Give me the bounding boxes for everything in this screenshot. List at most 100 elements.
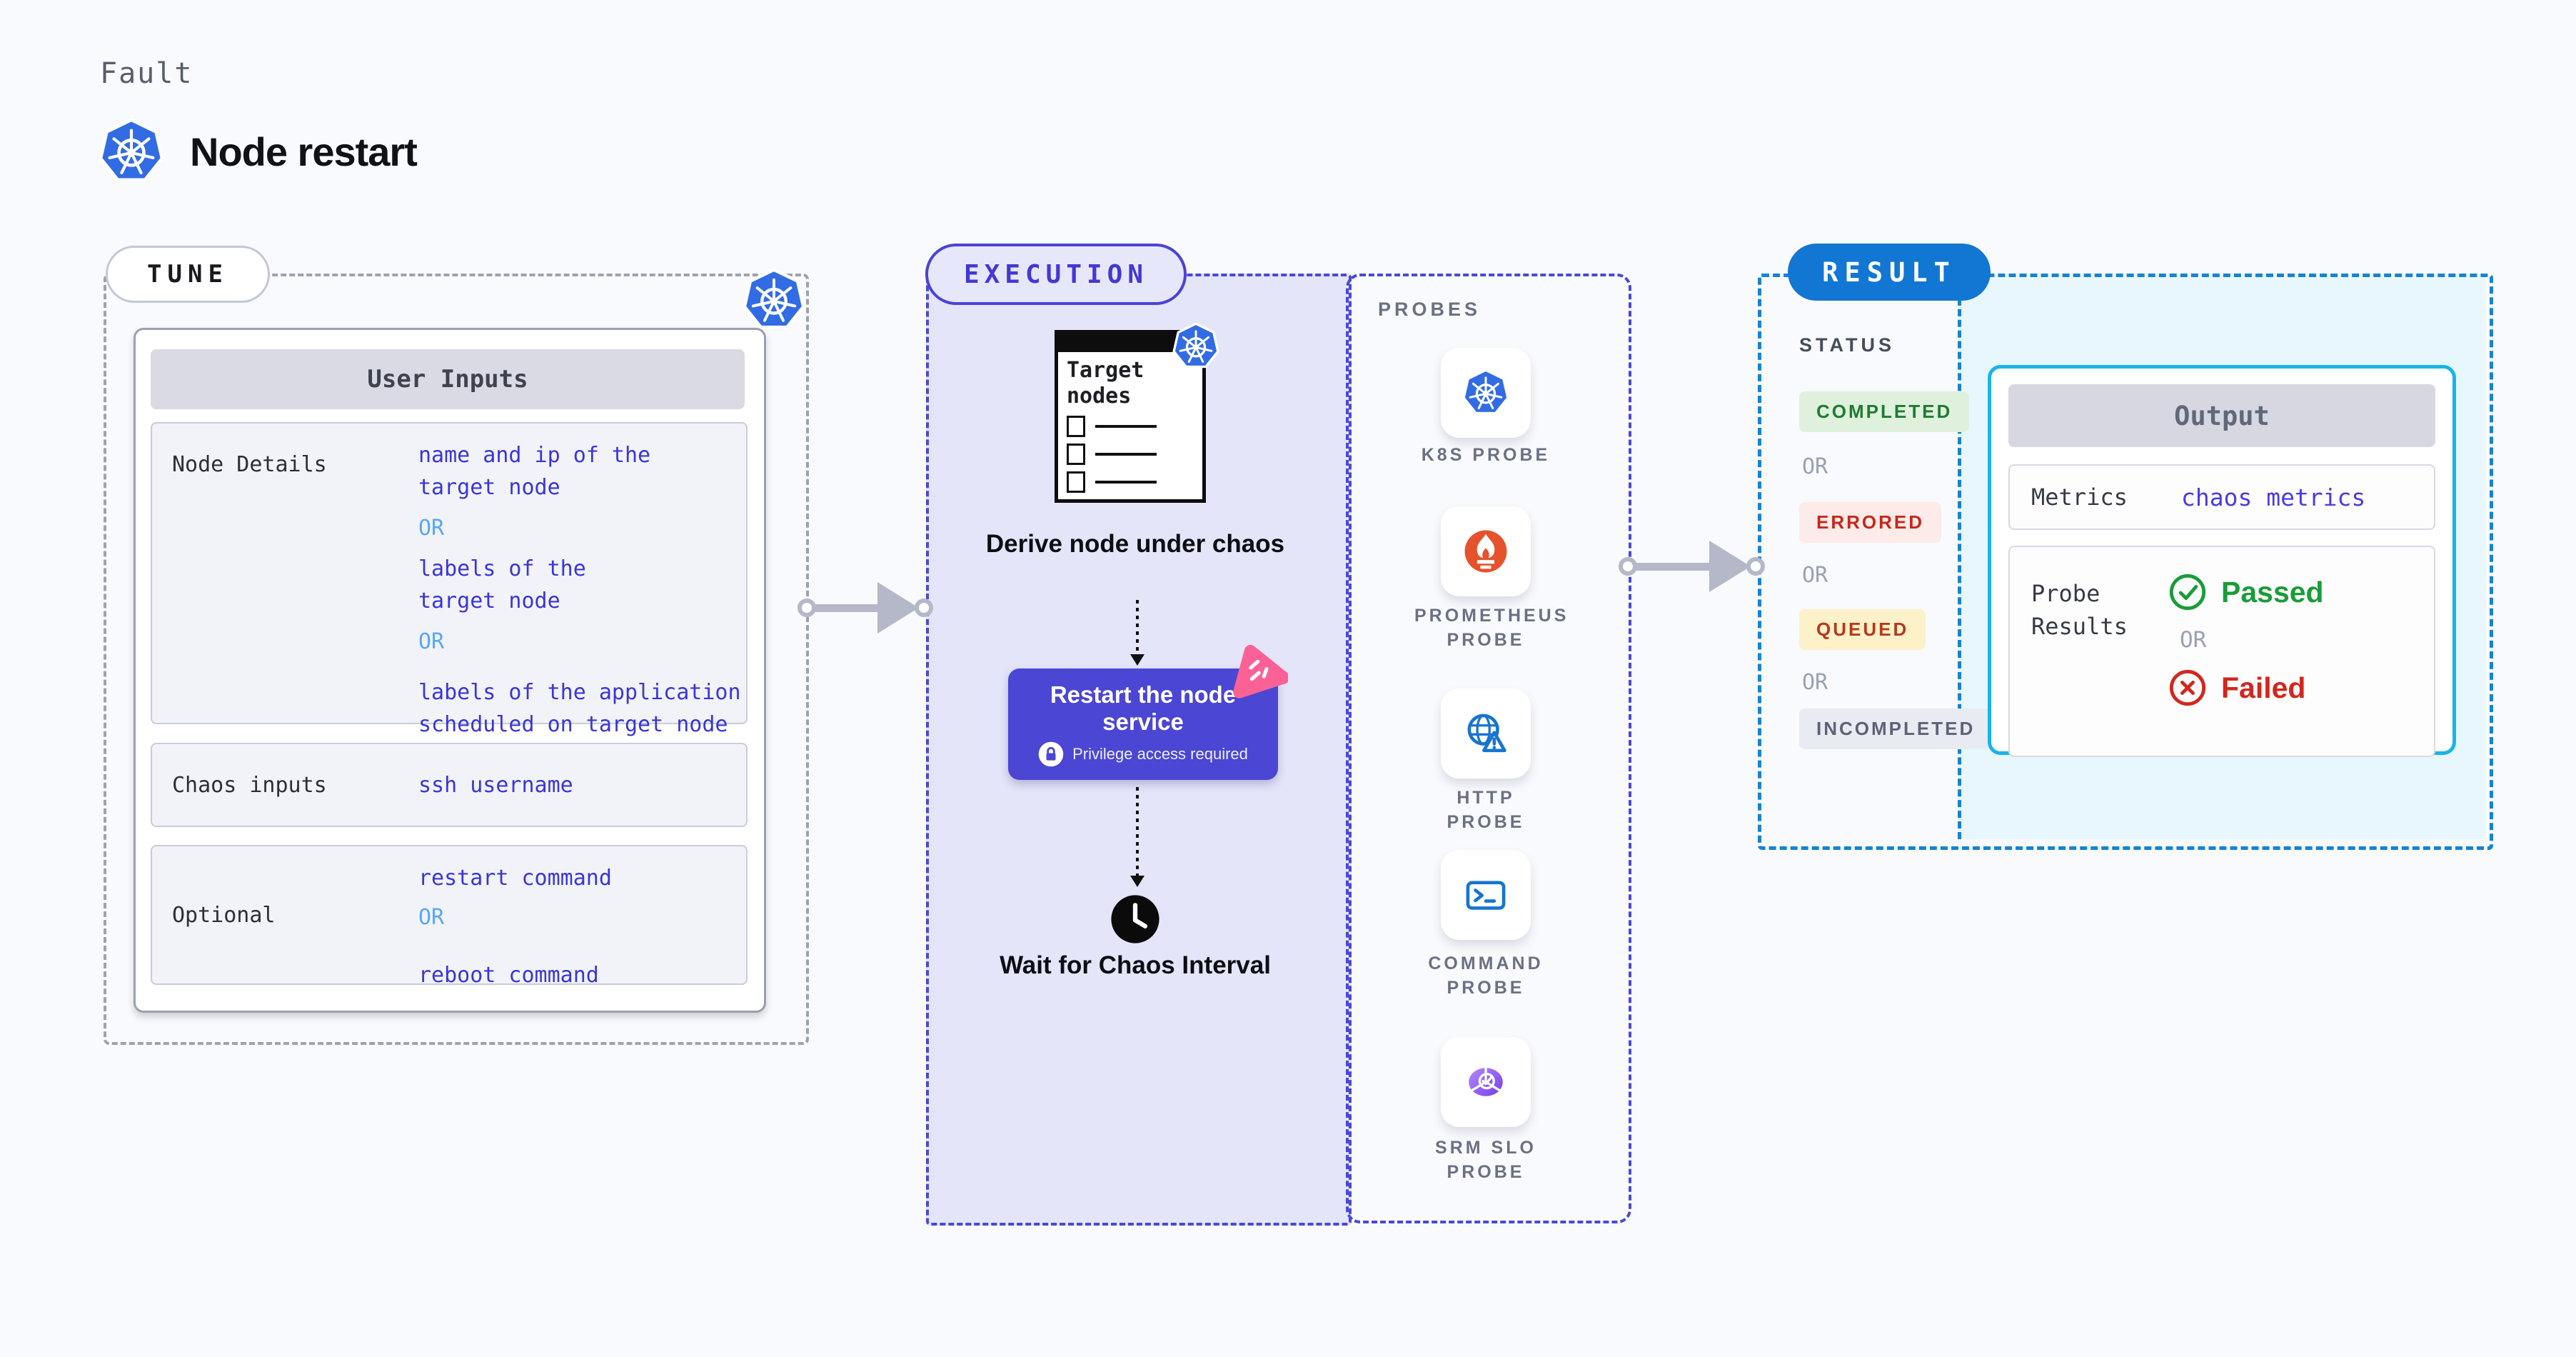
checkbox-row <box>1067 444 1194 465</box>
kubernetes-icon <box>743 269 805 331</box>
restart-node-service-card: Restart the node service Privilege acces… <box>1008 669 1278 780</box>
x-circle-icon <box>2169 669 2206 706</box>
status-heading: STATUS <box>1799 334 1895 356</box>
row-values: name and ip of the target node OR labels… <box>418 424 746 737</box>
metrics-value: chaos metrics <box>2181 483 2366 511</box>
value-line: target node <box>418 475 560 500</box>
output-header: Output <box>2008 384 2435 447</box>
value-line: target node <box>418 589 560 614</box>
value-line: labels of the <box>418 556 586 581</box>
probe-label: K8S PROBE <box>1421 445 1551 465</box>
or-separator: OR <box>1802 454 1828 479</box>
checkbox-icon <box>1067 416 1085 437</box>
checkbox-icon <box>1067 471 1085 493</box>
check-circle-icon <box>2169 574 2206 611</box>
page-title: Node restart <box>190 129 418 174</box>
probe-label: COMMAND PROBE <box>1428 953 1544 998</box>
or-separator: OR <box>418 516 445 541</box>
tune-section <box>104 274 809 1045</box>
derive-node-caption: Derive node under chaos <box>985 530 1285 558</box>
status-badge-incompleted: INCOMPLETED <box>1799 708 1993 749</box>
list-line <box>1095 453 1157 456</box>
passed-label: Passed <box>2221 575 2324 609</box>
tune-pill: TUNE <box>106 246 270 303</box>
action-title: Restart the node service <box>1050 681 1237 735</box>
row-label: Optional <box>172 902 276 928</box>
probe-results-label: Probe Results <box>2031 580 2128 640</box>
page-title-row: Node restart <box>99 119 418 184</box>
or-separator: OR <box>2180 627 2207 653</box>
globe-warning-icon <box>1467 713 1506 753</box>
arrow-endpoint <box>1619 557 1637 576</box>
kubernetes-icon <box>1172 323 1219 369</box>
row-values: ssh username <box>418 769 746 801</box>
chaos-inputs-row: Chaos inputs ssh username <box>151 743 748 827</box>
probe-label: SRM SLO PROBE <box>1435 1138 1536 1182</box>
checkbox-row <box>1067 471 1194 493</box>
list-line <box>1095 481 1157 484</box>
value-line: restart command <box>418 866 612 891</box>
execution-pill: EXECUTION <box>925 244 1187 305</box>
failed-line: Failed <box>2168 669 2324 707</box>
arrow-endpoint <box>1746 557 1765 576</box>
slo-pie-icon <box>1469 1066 1503 1096</box>
probe-card-http <box>1441 688 1531 778</box>
arrow-line <box>1627 563 1725 571</box>
kubernetes-icon <box>1462 369 1509 415</box>
tune-to-execution-arrow <box>798 582 933 634</box>
result-pill: RESULT <box>1788 244 1991 301</box>
fault-eyebrow: Fault <box>100 57 193 90</box>
or-separator: OR <box>418 629 445 654</box>
row-values: restart command OR reboot command <box>418 846 746 988</box>
value-line: reboot command <box>418 963 599 988</box>
failed-label: Failed <box>2221 671 2306 704</box>
dotted-arrow-down <box>1130 787 1144 887</box>
user-inputs-header: User Inputs <box>151 349 745 409</box>
probe-card-srm-slo <box>1441 1037 1531 1127</box>
probe-results-row: Probe Results Passed OR Failed <box>2008 546 2435 757</box>
or-separator: OR <box>1802 670 1828 695</box>
arrow-endpoint <box>798 599 816 617</box>
prometheus-icon <box>1464 530 1507 573</box>
arrow-head <box>877 582 919 634</box>
status-badge-queued: QUEUED <box>1799 609 1926 650</box>
dotted-arrow-down <box>1130 600 1144 666</box>
or-separator: OR <box>1802 563 1828 588</box>
wait-chaos-caption: Wait for Chaos Interval <box>1000 951 1271 979</box>
privilege-note: Privilege access required <box>1072 745 1248 763</box>
probe-label: HTTP PROBE <box>1447 788 1525 832</box>
value-line: scheduled on target node <box>418 712 728 737</box>
probe-card-k8s <box>1441 348 1531 438</box>
value-line: name and ip of the <box>418 443 651 468</box>
lock-icon <box>1038 741 1064 767</box>
checkbox-icon <box>1067 444 1085 465</box>
checkbox-row <box>1067 416 1194 437</box>
status-badge-errored: ERRORED <box>1799 502 1942 543</box>
row-label: Node Details <box>172 452 327 477</box>
kubernetes-icon <box>99 119 164 184</box>
probe-label: PROMETHEUS PROBE <box>1414 606 1569 650</box>
optional-row: Optional restart command OR reboot comma… <box>151 845 748 988</box>
node-details-row: Node Details name and ip of the target n… <box>151 422 748 737</box>
probes-section <box>1346 274 1631 1223</box>
terminal-icon <box>1466 881 1506 910</box>
privilege-row: Privilege access required <box>1038 741 1248 767</box>
list-line <box>1095 425 1157 428</box>
arrow-head <box>1709 541 1751 592</box>
passed-line: Passed <box>2168 573 2324 611</box>
probes-heading: PROBES <box>1378 299 1481 320</box>
value-line: ssh username <box>418 772 573 798</box>
arrow-endpoint <box>915 599 933 617</box>
probe-card-command <box>1441 850 1531 940</box>
status-badge-completed: COMPLETED <box>1799 391 1970 432</box>
arrow-line <box>806 604 893 612</box>
or-separator: OR <box>418 905 445 930</box>
metrics-row: Metrics chaos metrics <box>2008 464 2435 530</box>
probe-card-prometheus <box>1441 506 1531 596</box>
output-card: Output Metrics chaos metrics Probe Resul… <box>1988 365 2456 757</box>
execution-to-result-arrow <box>1619 541 1765 592</box>
target-nodes-title: Target nodes <box>1067 358 1144 409</box>
metrics-label: Metrics <box>2031 484 2128 511</box>
progress-bar <box>1067 500 1129 503</box>
row-label: Chaos inputs <box>172 772 327 798</box>
